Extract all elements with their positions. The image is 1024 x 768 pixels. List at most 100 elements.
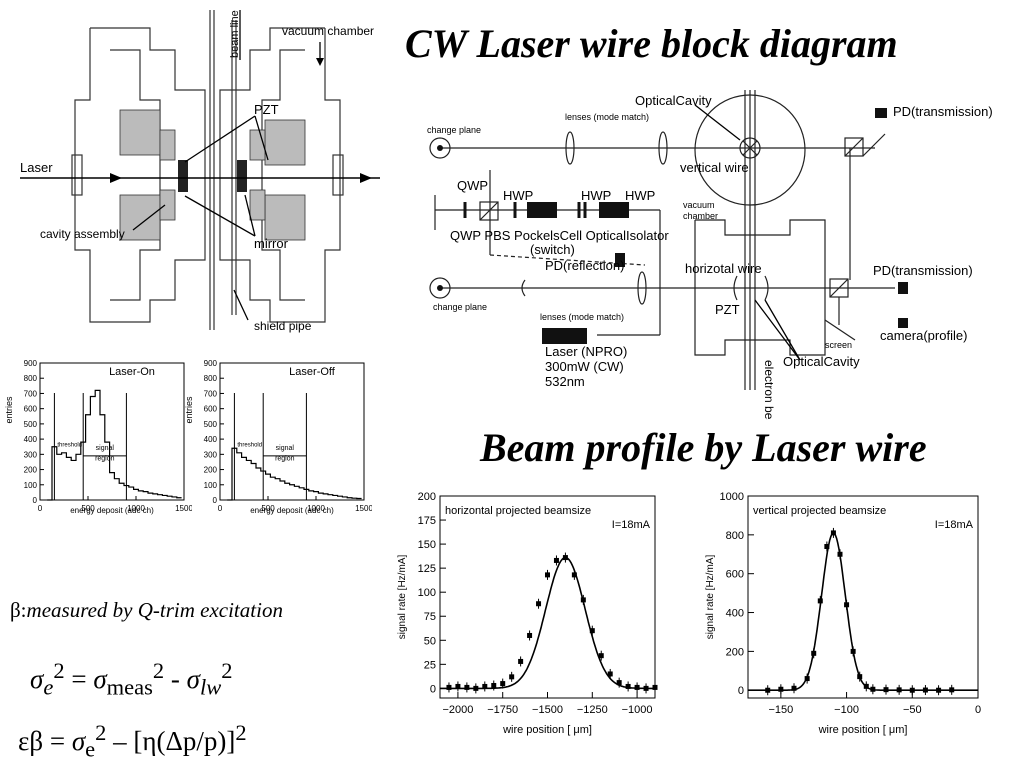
y-tick-label: 600 — [726, 569, 744, 581]
optical-cavity-bottom-label: OpticalCavity — [783, 354, 860, 369]
pzt-label: PZT — [254, 102, 279, 117]
x-tick-label: −1000 — [622, 704, 653, 716]
y-tick-label: 0 — [213, 496, 218, 505]
y-tick-label: 700 — [24, 389, 38, 398]
x-tick-label: −50 — [903, 704, 922, 716]
x-axis-label: wire position [ μm] — [502, 724, 592, 736]
optics-row-labels: QWP PBS PockelsCell OpticalIsolator — [450, 228, 669, 243]
x-tick-label: 0 — [218, 504, 223, 513]
y-tick-label: 50 — [424, 635, 436, 647]
x-axis-label: energy deposit (adc ch) — [70, 506, 154, 515]
x-tick-label: 500 — [81, 504, 95, 513]
y-tick-label: 600 — [204, 405, 218, 414]
y-tick-label: 800 — [726, 530, 744, 542]
profile-title: horizontal projected beamsize — [445, 505, 591, 517]
profile-current: I=18mA — [935, 519, 974, 531]
region-label: region — [275, 455, 295, 462]
y-tick-label: 700 — [204, 389, 218, 398]
mirror-label: mirror — [254, 236, 289, 251]
signal-label: signal — [276, 445, 295, 452]
y-tick-label: 150 — [418, 539, 436, 551]
plot-frame — [747, 495, 979, 699]
x-tick-label: 1000 — [127, 504, 145, 513]
change-plane-1-label: change plane — [427, 125, 481, 135]
laser-source-line-1: Laser (NPRO) — [545, 344, 627, 359]
vacuum-chamber-label: vacuum chamber — [282, 24, 374, 38]
sigma-equation: σe2 = σmeas2 - σlw2 — [30, 658, 233, 700]
region-label: region — [95, 455, 115, 462]
y-tick-label: 125 — [418, 563, 436, 575]
pd-transmission-1-label: PD(transmission) — [893, 104, 993, 119]
y-tick-label: 25 — [424, 659, 436, 671]
beta-text: measured by Q-trim excitation — [26, 598, 283, 622]
laser-label: Laser — [20, 160, 53, 175]
y-tick-label: 175 — [418, 515, 436, 527]
x-tick-label: 500 — [261, 504, 275, 513]
x-tick-label: 1000 — [307, 504, 325, 513]
y-tick-label: 600 — [24, 405, 38, 414]
plot-frame — [39, 362, 185, 501]
vacuum-chamber-label-1: vacuum — [683, 200, 715, 210]
x-tick-label: −2000 — [442, 704, 473, 716]
beam-profile-horizontal: 0255075100125150175200−2000−1750−1500−12… — [397, 491, 658, 736]
vacuum-chamber-label-2: chamber — [683, 211, 718, 221]
histogram-steps — [227, 447, 362, 501]
plot-frame — [219, 362, 365, 501]
block-diagram-title: CW Laser wire block diagram — [405, 21, 898, 66]
y-tick-label: 300 — [204, 450, 218, 459]
y-tick-label: 300 — [24, 450, 38, 459]
hwp-2-label: HWP — [581, 188, 611, 203]
x-axis-label: energy deposit (adc ch) — [250, 506, 334, 515]
laser-source-line-3: 532nm — [545, 374, 585, 389]
y-axis-label: signal rate [Hz/mA] — [397, 555, 408, 640]
hwp-1-label: HWP — [503, 188, 533, 203]
hwp-3-label: HWP — [625, 188, 655, 203]
gaussian-fit-curve — [748, 532, 978, 691]
y-tick-label: 400 — [204, 435, 218, 444]
profile-current: I=18mA — [612, 519, 651, 531]
y-tick-label: 1000 — [720, 491, 744, 503]
threshold-label: threshold — [237, 443, 262, 449]
x-tick-label: 1500 — [175, 504, 192, 513]
y-tick-label: 900 — [24, 359, 38, 368]
y-tick-label: 500 — [24, 420, 38, 429]
profile-title: vertical projected beamsize — [753, 505, 886, 517]
y-tick-label: 200 — [726, 646, 744, 658]
y-tick-label: 800 — [24, 374, 38, 383]
hist-title: Laser-On — [109, 366, 155, 378]
qwp-top-label: QWP — [457, 178, 488, 193]
y-tick-label: 800 — [204, 374, 218, 383]
x-tick-label: 0 — [975, 704, 981, 716]
cavity-assembly-label: cavity assembly — [40, 227, 125, 241]
x-tick-label: −1250 — [577, 704, 608, 716]
camera-label: camera(profile) — [880, 328, 967, 343]
change-plane-2-label: change plane — [433, 302, 487, 312]
vertical-wire-label: vertical wire — [680, 160, 749, 175]
y-tick-label: 200 — [204, 466, 218, 475]
y-tick-label: 0 — [738, 685, 744, 697]
y-tick-label: 500 — [204, 420, 218, 429]
beta-symbol: β: — [10, 598, 27, 622]
y-tick-label: 200 — [24, 466, 38, 475]
x-tick-label: 1500 — [355, 504, 372, 513]
x-tick-label: −150 — [768, 704, 793, 716]
laser-wire-block-diagram: OpticalCavity PD(transmission) change pl… — [427, 90, 993, 420]
x-tick-label: −1500 — [532, 704, 563, 716]
beam-line-label: beam line — [229, 10, 241, 58]
beta-note: β:measured by Q-trim excitation — [10, 598, 283, 623]
shield-pipe-label: shield pipe — [254, 319, 312, 333]
cavity-cross-section: beam line vacuum chamber PZT Laser cavit… — [20, 10, 380, 333]
laser-source-line-2: 300mW (CW) — [545, 359, 624, 374]
y-tick-label: 100 — [204, 481, 218, 490]
histogram-steps — [47, 389, 182, 501]
hist-title: Laser-Off — [289, 366, 336, 378]
screen-label: screen — [825, 340, 852, 350]
signal-label: signal — [96, 445, 115, 452]
horizontal-wire-label: horizotal wire — [685, 261, 762, 276]
y-tick-label: 100 — [418, 587, 436, 599]
lenses-2-label: lenses (mode match) — [540, 312, 624, 322]
electron-beam-line-label: electron beam line — [762, 360, 776, 420]
